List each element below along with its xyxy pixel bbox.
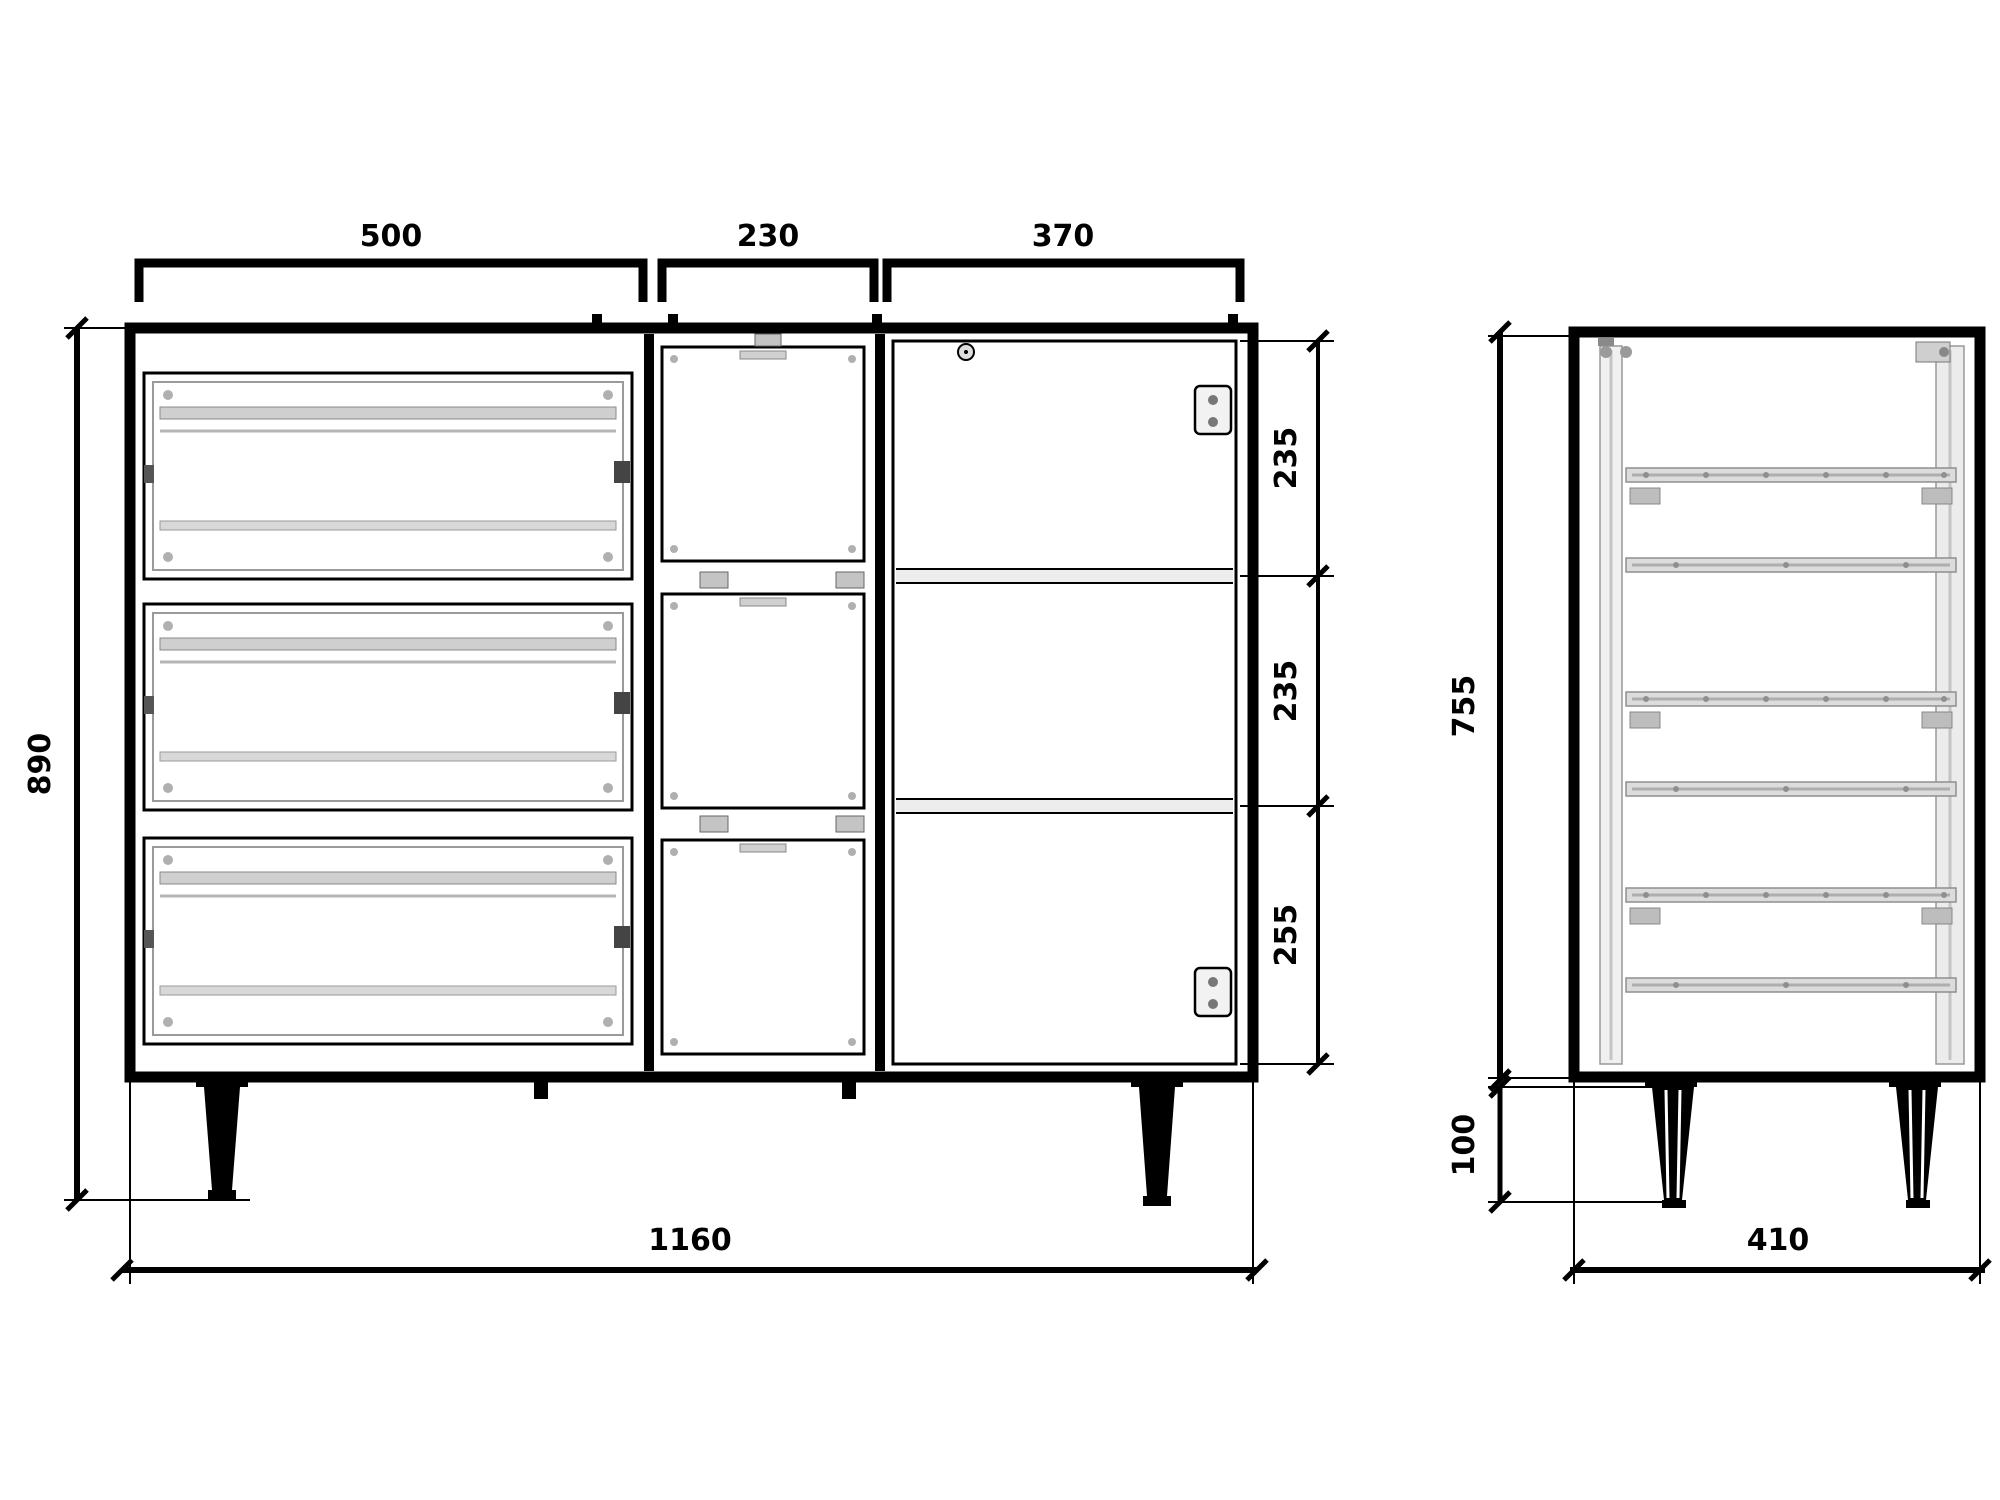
screw — [1939, 347, 1949, 357]
top-fitting — [1228, 314, 1238, 328]
drawer-stack-left — [142, 371, 634, 1046]
hinge-top — [1193, 384, 1233, 436]
mid-drawer-1 — [660, 345, 866, 563]
door-panel — [891, 339, 1238, 1066]
dim-label-leg-height: 100 — [1447, 1114, 1482, 1177]
dim-label-top-left: 500 — [360, 219, 423, 254]
drawer-stack-middle — [660, 333, 866, 1056]
dim-label-front-height: 890 — [23, 733, 58, 796]
front-view: 500 230 370 — [23, 219, 1334, 1284]
drawer-front-2 — [142, 602, 634, 812]
rail-connector — [699, 571, 729, 589]
dim-label-right-top: 235 — [1269, 427, 1304, 490]
drawer-front-1 — [142, 371, 634, 581]
dim-top-middle: 230 — [657, 219, 879, 302]
dim-label-right-bottom: 255 — [1269, 904, 1304, 967]
dim-front-height: 890 — [23, 316, 250, 1212]
dim-label-front-width: 1160 — [648, 1223, 732, 1258]
bracket — [1915, 341, 1951, 363]
bracket — [1598, 338, 1614, 346]
bottom-fitting — [842, 1077, 856, 1099]
dim-front-width: 1160 — [110, 1081, 1269, 1284]
dim-label-top-middle: 230 — [737, 219, 800, 254]
mid-drawer-2 — [660, 592, 866, 810]
rail-connector — [835, 815, 865, 833]
top-fitting — [872, 314, 882, 328]
dim-label-side-depth: 410 — [1747, 1223, 1810, 1258]
dim-label-side-height: 755 — [1447, 675, 1482, 738]
mid-drawer-3 — [660, 838, 866, 1056]
dim-label-right-middle: 235 — [1269, 660, 1304, 723]
dim-label-top-right: 370 — [1032, 219, 1095, 254]
dim-side-height: 755 — [1447, 320, 1574, 1092]
dim-top-right: 370 — [882, 219, 1245, 302]
dim-side-depth: 410 — [1562, 1081, 1992, 1284]
dim-top-left: 500 — [134, 219, 648, 302]
top-fitting — [668, 314, 678, 328]
hinge-bottom — [1193, 966, 1233, 1018]
side-leg-right — [1889, 1077, 1941, 1208]
dim-leg-height: 100 — [1447, 1075, 1686, 1214]
front-leg-right — [1131, 1077, 1183, 1206]
rail-connector — [754, 333, 782, 347]
screw — [1620, 346, 1632, 358]
knob — [957, 343, 975, 361]
rail-connector — [699, 815, 729, 833]
drawer-front-3 — [142, 836, 634, 1046]
bottom-fitting — [534, 1077, 548, 1099]
side-view: 755 100 410 — [1447, 320, 1992, 1284]
front-leg-left — [196, 1077, 248, 1200]
rail-connector — [835, 571, 865, 589]
dim-right-segments: 235 235 255 — [1240, 329, 1334, 1076]
side-leg-left — [1645, 1077, 1697, 1208]
top-fitting — [592, 314, 602, 328]
screw — [1600, 346, 1612, 358]
